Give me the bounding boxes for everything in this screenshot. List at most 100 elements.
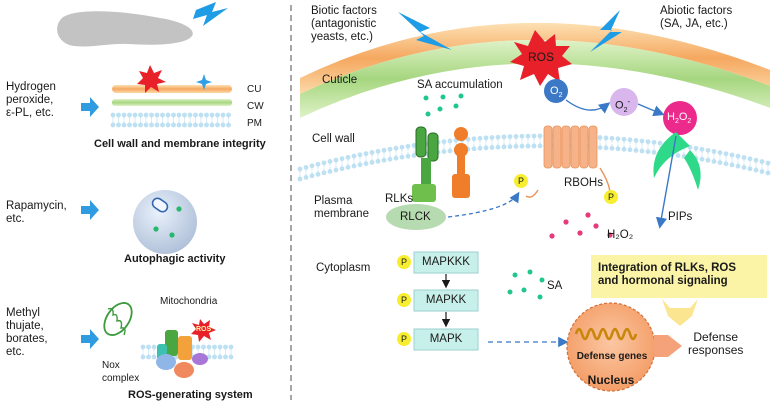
superoxide-label: O2-	[615, 97, 631, 114]
lipid-head	[321, 160, 327, 166]
h2o2-label: H2O2	[667, 111, 692, 126]
lipid-head	[209, 112, 215, 118]
lipid-head	[375, 148, 381, 154]
arrow-treatment-1	[81, 97, 99, 117]
lipid-head	[176, 122, 182, 128]
cargo-dot	[176, 206, 182, 212]
lipid-head	[345, 154, 351, 160]
lipid-head	[525, 133, 531, 139]
lipid-head	[209, 122, 215, 128]
rlck-label: RLCK	[400, 211, 431, 223]
lipid-head	[747, 166, 753, 172]
nox-subunit-salmon	[174, 362, 194, 378]
lipid-head	[146, 354, 151, 360]
lipid-head	[327, 159, 333, 164]
lipid-head	[519, 133, 525, 139]
cargo-dot	[153, 226, 159, 232]
rboh-helix	[588, 125, 598, 169]
nox-subunit-purple	[192, 353, 208, 365]
section-title-autophagy: Autophagic activity	[124, 253, 226, 265]
lipid-head	[143, 112, 149, 118]
lipid-head	[729, 152, 735, 158]
lipid-head	[531, 133, 537, 139]
treatment-label-3: Methyl thujate, borates, etc.	[6, 307, 48, 358]
lipid-head	[228, 354, 234, 360]
biotic-factors-label: Biotic factors (antagonistic yeasts, etc…	[311, 5, 377, 43]
lipid-head	[729, 162, 735, 168]
lipid-head	[375, 158, 381, 164]
nox-subunit-blue	[156, 354, 176, 370]
lipid-head	[483, 145, 489, 151]
lipid-head	[228, 344, 234, 350]
rboh-complex	[543, 125, 598, 169]
lipid-head	[138, 112, 143, 118]
lipid-head	[513, 144, 519, 149]
lipid-head	[182, 122, 187, 128]
lipid-head	[753, 157, 759, 163]
mapk-label: MAPK	[429, 333, 463, 345]
lipid-head	[151, 344, 157, 350]
lipid-head	[132, 112, 138, 118]
lipid-head	[477, 135, 483, 141]
rboh-helix	[579, 125, 589, 169]
rboh-helix	[552, 125, 562, 169]
lipid-head	[140, 354, 146, 360]
lipid-head	[198, 112, 204, 118]
mapk-box	[413, 328, 479, 351]
arrow-treatment-3	[81, 329, 99, 349]
lipid-head	[333, 157, 339, 163]
treatment-label-1: Hydrogen peroxide, ε-PL, etc.	[6, 81, 56, 119]
lipid-head	[693, 145, 699, 151]
lipid-head	[513, 134, 519, 139]
lipid-head	[127, 112, 132, 118]
lipid-head	[603, 145, 609, 151]
lipid-head	[198, 122, 204, 128]
lipid-head	[149, 122, 154, 128]
lipid-head	[609, 145, 615, 151]
lipid-head	[176, 112, 182, 118]
lipid-head	[615, 146, 621, 152]
lipid-head	[723, 151, 729, 157]
pips-label: PIPs	[668, 211, 693, 223]
plasma-membrane-label: Plasma membrane	[314, 195, 369, 220]
lipid-head	[204, 122, 209, 128]
lipid-head	[154, 122, 160, 128]
lipid-head	[633, 137, 639, 143]
p-badge-rlck: P	[514, 174, 528, 188]
pip-channel-left	[653, 132, 690, 178]
lipid-head	[531, 143, 537, 149]
lipid-head	[116, 112, 121, 118]
lipid-head	[140, 344, 146, 350]
rlks-label: RLKs	[385, 193, 414, 205]
lipid-head	[321, 170, 327, 176]
lipid-head	[143, 122, 149, 128]
ros-label-small: ROS	[196, 326, 212, 333]
lipid-head	[741, 155, 747, 160]
lipid-head	[309, 163, 315, 169]
lipid-head	[182, 112, 187, 118]
lipid-head	[220, 112, 226, 118]
arrow-treatment-2	[81, 200, 99, 220]
lipid-head	[483, 135, 489, 141]
lipid-head	[507, 144, 513, 150]
cell-wall-label: Cell wall	[312, 133, 355, 145]
lipid-head	[226, 112, 231, 118]
lipid-head	[489, 145, 495, 150]
lipid-head	[507, 134, 513, 140]
ros-star-icon-left	[137, 65, 166, 93]
lipid-head	[369, 150, 375, 155]
cellwall-layer	[112, 99, 232, 106]
h2o2-molecule	[663, 101, 697, 135]
membrane-left	[110, 112, 231, 128]
lipid-head	[651, 139, 657, 145]
lipid-head	[537, 143, 543, 149]
lipid-head	[537, 133, 543, 139]
dashed-arrow-rlck-rboh	[447, 191, 520, 218]
cuticle-arc	[300, 22, 770, 94]
lipid-head	[193, 122, 198, 128]
lipid-head	[597, 135, 603, 140]
lipid-head	[154, 112, 160, 118]
lipid-head	[399, 144, 405, 150]
lipid-head	[315, 161, 321, 167]
lipid-head	[201, 344, 206, 350]
